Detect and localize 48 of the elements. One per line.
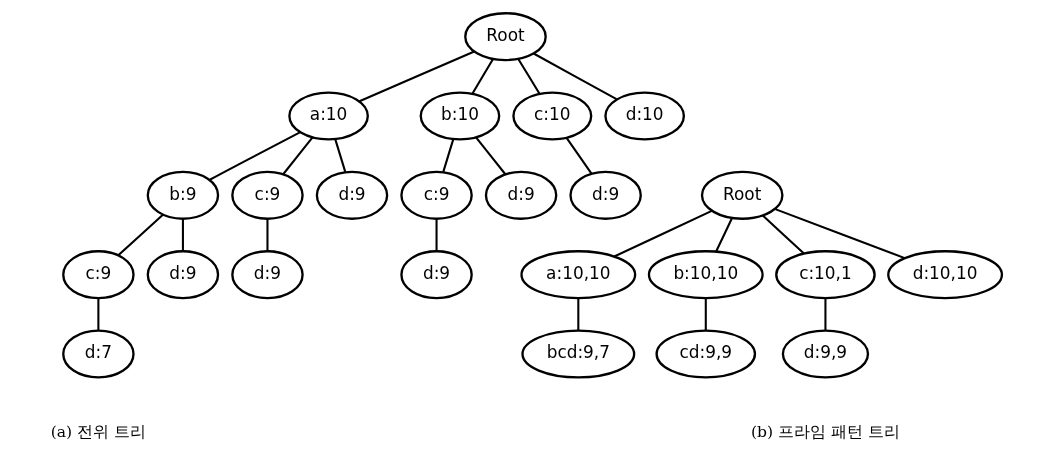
connector	[282, 136, 314, 175]
node-ellipse: c:9	[231, 170, 304, 220]
connector	[577, 298, 580, 331]
connector	[266, 218, 269, 251]
node-ellipse: cd:9,9	[655, 329, 757, 379]
connector	[475, 136, 507, 175]
connector	[442, 138, 455, 173]
node-ellipse: Root	[464, 12, 547, 62]
node-ellipse: c:10	[512, 91, 593, 141]
node-ellipse: b:10	[419, 91, 501, 141]
node-ellipse: d:9	[146, 250, 220, 300]
node-ellipse: d:9	[484, 170, 558, 220]
node-ellipse: bcd:9,7	[521, 329, 636, 379]
connector	[471, 58, 494, 95]
node-ellipse: d:9	[400, 250, 473, 300]
connector	[209, 131, 301, 181]
label: (a) 전위 트리	[50, 423, 147, 442]
node-ellipse: d:10,10	[887, 250, 1004, 300]
node-ellipse: c:9	[400, 170, 473, 220]
node-ellipse: d:9	[315, 170, 389, 220]
node-ellipse: d:9,9	[781, 329, 870, 379]
connector	[762, 214, 805, 255]
node-ellipse: d:10	[604, 91, 685, 141]
connector	[565, 137, 593, 174]
connector	[704, 298, 707, 331]
connector	[435, 218, 438, 251]
connector	[774, 208, 906, 260]
node-ellipse: Root	[700, 170, 784, 220]
node-ellipse: d:7	[62, 329, 135, 379]
node-ellipse: b:9	[146, 170, 220, 220]
label: (b) 프라임 패턴 트리	[750, 423, 900, 442]
connector	[334, 138, 347, 173]
connector	[824, 298, 827, 331]
node-ellipse: c:9	[62, 250, 135, 300]
connector	[359, 50, 475, 103]
node-ellipse: c:10,1	[775, 250, 876, 300]
node-ellipse: a:10,10	[520, 250, 637, 300]
connector	[181, 218, 184, 251]
connector	[517, 58, 541, 95]
node-ellipse: d:9	[569, 170, 642, 220]
connector	[715, 217, 733, 252]
node-ellipse: d:9	[231, 250, 304, 300]
node-ellipse: b:10,10	[647, 250, 764, 300]
connector	[533, 52, 618, 101]
node-ellipse: a:10	[288, 91, 369, 141]
connector	[117, 214, 164, 257]
connector	[97, 298, 100, 331]
connector	[613, 209, 713, 258]
